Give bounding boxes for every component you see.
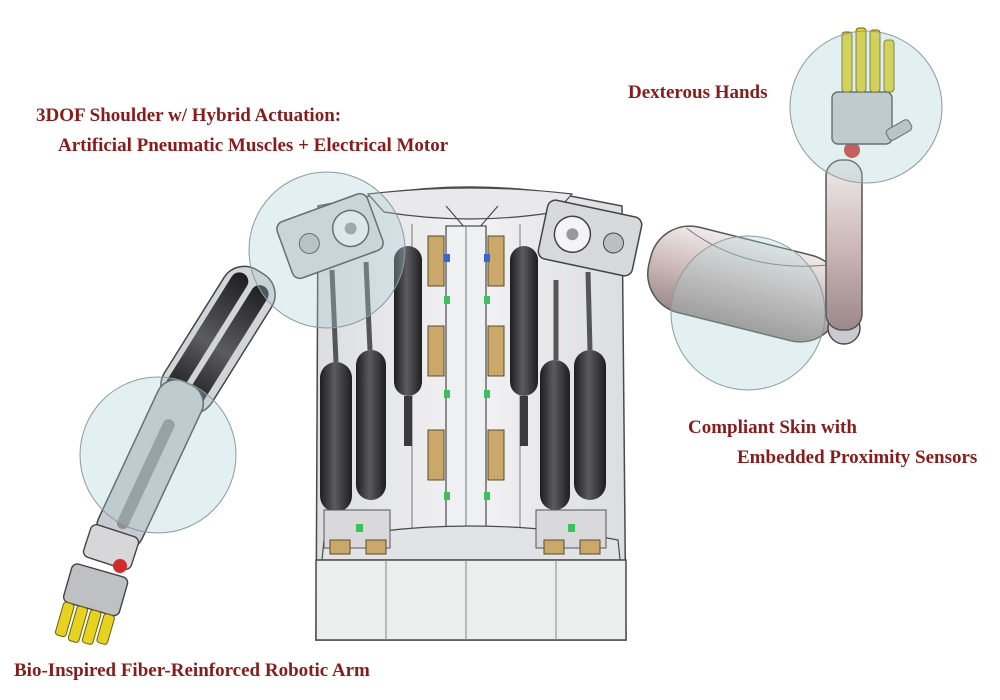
tendon <box>585 271 593 351</box>
pneumatic-muscle <box>540 360 570 510</box>
right-wrist-red-joint <box>844 142 860 158</box>
motor-block <box>365 539 387 555</box>
sensor-green <box>484 296 490 304</box>
motor-block <box>579 539 601 555</box>
left-fingers <box>54 601 115 645</box>
highlight-circles <box>79 30 943 534</box>
pneumatic-muscle <box>394 246 422 396</box>
pneumatic-muscle <box>320 362 352 512</box>
torso-frame <box>315 186 627 641</box>
sensor-green <box>484 492 490 500</box>
left-upper-arm <box>160 265 276 415</box>
left-shoulder-joint <box>276 192 384 280</box>
highlight-right-hand <box>789 30 943 184</box>
sensor-green <box>484 390 490 398</box>
highlight-right-upper-arm <box>670 235 826 391</box>
left-wrist <box>82 523 140 571</box>
tendon <box>329 269 339 363</box>
sensor-green <box>356 524 363 532</box>
label-dexterous-hands: Dexterous Hands <box>628 82 768 103</box>
motor-module <box>487 325 505 377</box>
lower-actuators <box>323 509 607 555</box>
right-arm <box>537 27 913 345</box>
sensor-green <box>444 492 450 500</box>
torso-muscles <box>320 246 606 512</box>
pneumatic-muscle <box>574 350 606 500</box>
label-shoulder-line2: Artificial Pneumatic Muscles + Electrica… <box>58 135 449 156</box>
left-arm <box>54 192 384 645</box>
pneumatic-muscle <box>356 350 386 500</box>
sensor-green <box>444 296 450 304</box>
muscle-rod <box>404 396 412 446</box>
highlight-left-wrist <box>79 376 237 534</box>
right-thumb <box>885 119 913 141</box>
muscle-rod <box>520 396 528 446</box>
top-yoke <box>366 187 574 220</box>
motor-module <box>427 235 445 287</box>
motor-module <box>427 325 445 377</box>
tendon <box>363 261 373 351</box>
right-forearm <box>825 159 863 331</box>
left-wrist-red-joint <box>113 559 127 573</box>
motor-block <box>329 539 351 555</box>
label-shoulder-line1: 3DOF Shoulder w/ Hybrid Actuation: <box>36 105 342 126</box>
left-hand <box>54 563 129 645</box>
sensor-blue <box>484 254 490 262</box>
sensor-blue <box>444 254 450 262</box>
label-robotic-arm: Bio-Inspired Fiber-Reinforced Robotic Ar… <box>14 660 370 681</box>
motor-module <box>487 235 505 287</box>
highlight-left-shoulder <box>248 171 406 329</box>
pneumatic-muscle <box>510 246 538 396</box>
motor-block <box>543 539 565 555</box>
right-shoulder-joint <box>537 199 643 277</box>
spine-modules <box>427 235 505 500</box>
sensor-green <box>568 524 575 532</box>
bottom-box <box>315 559 627 641</box>
right-hand <box>831 27 913 145</box>
label-skin-line1: Compliant Skin with <box>688 417 857 438</box>
sensor-green <box>444 390 450 398</box>
right-fingers <box>841 27 895 93</box>
motor-module <box>427 429 445 481</box>
motor-module <box>487 429 505 481</box>
label-skin-line2: Embedded Proximity Sensors <box>737 447 978 468</box>
